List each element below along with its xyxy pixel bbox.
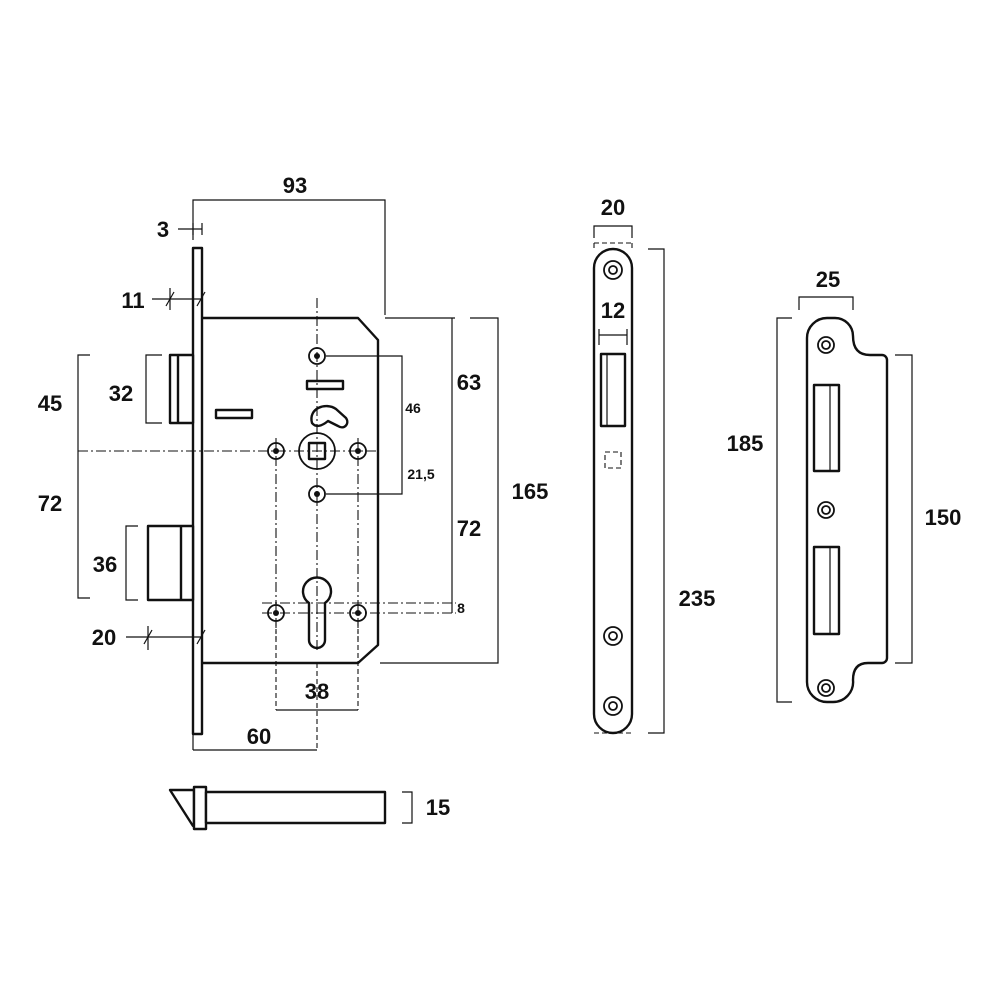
dim-label-72-left: 72 [38, 491, 62, 516]
dim-label-32: 32 [109, 381, 133, 406]
dim-label-11: 11 [121, 288, 144, 313]
latch-bolt-side-view [168, 785, 413, 831]
slot-upper [305, 379, 345, 391]
cylinder-cutout [301, 576, 333, 650]
dim-label-38: 38 [305, 679, 329, 704]
lock-body-dimensions [77, 199, 499, 751]
follower-lever [310, 404, 349, 429]
dim-label-235: 235 [679, 586, 716, 611]
dim-label-72-right: 72 [457, 516, 481, 541]
dim-label-60: 60 [247, 724, 271, 749]
dim-label-21-5: 21,5 [407, 466, 434, 482]
dim-label-45: 45 [38, 391, 62, 416]
dim-label-8: 8 [457, 600, 465, 616]
dim-label-36: 36 [93, 552, 117, 577]
dim-label-185: 185 [727, 431, 764, 456]
dim-label-25: 25 [816, 267, 840, 292]
dim-label-46: 46 [405, 400, 421, 416]
lock-case [202, 316, 380, 665]
dim-label-3: 3 [157, 217, 169, 242]
slot-lower [214, 408, 254, 420]
dim-label-20-left: 20 [92, 625, 116, 650]
dim-label-20-faceplate: 20 [601, 195, 625, 220]
lock-faceplate [191, 246, 204, 736]
dim-label-12: 12 [601, 298, 625, 323]
strike-plate-dimensions [776, 296, 913, 703]
front-faceplate [592, 242, 634, 735]
dim-label-63: 63 [457, 370, 481, 395]
dead-bolt [146, 524, 195, 602]
lock-body [78, 246, 456, 736]
latch-bolt [168, 353, 195, 425]
dim-label-15: 15 [426, 795, 450, 820]
faceplate-dimensions [593, 225, 665, 734]
dim-label-150: 150 [925, 505, 962, 530]
dim-label-165: 165 [512, 479, 549, 504]
strike-plate [805, 316, 889, 704]
dim-label-93: 93 [283, 173, 307, 198]
